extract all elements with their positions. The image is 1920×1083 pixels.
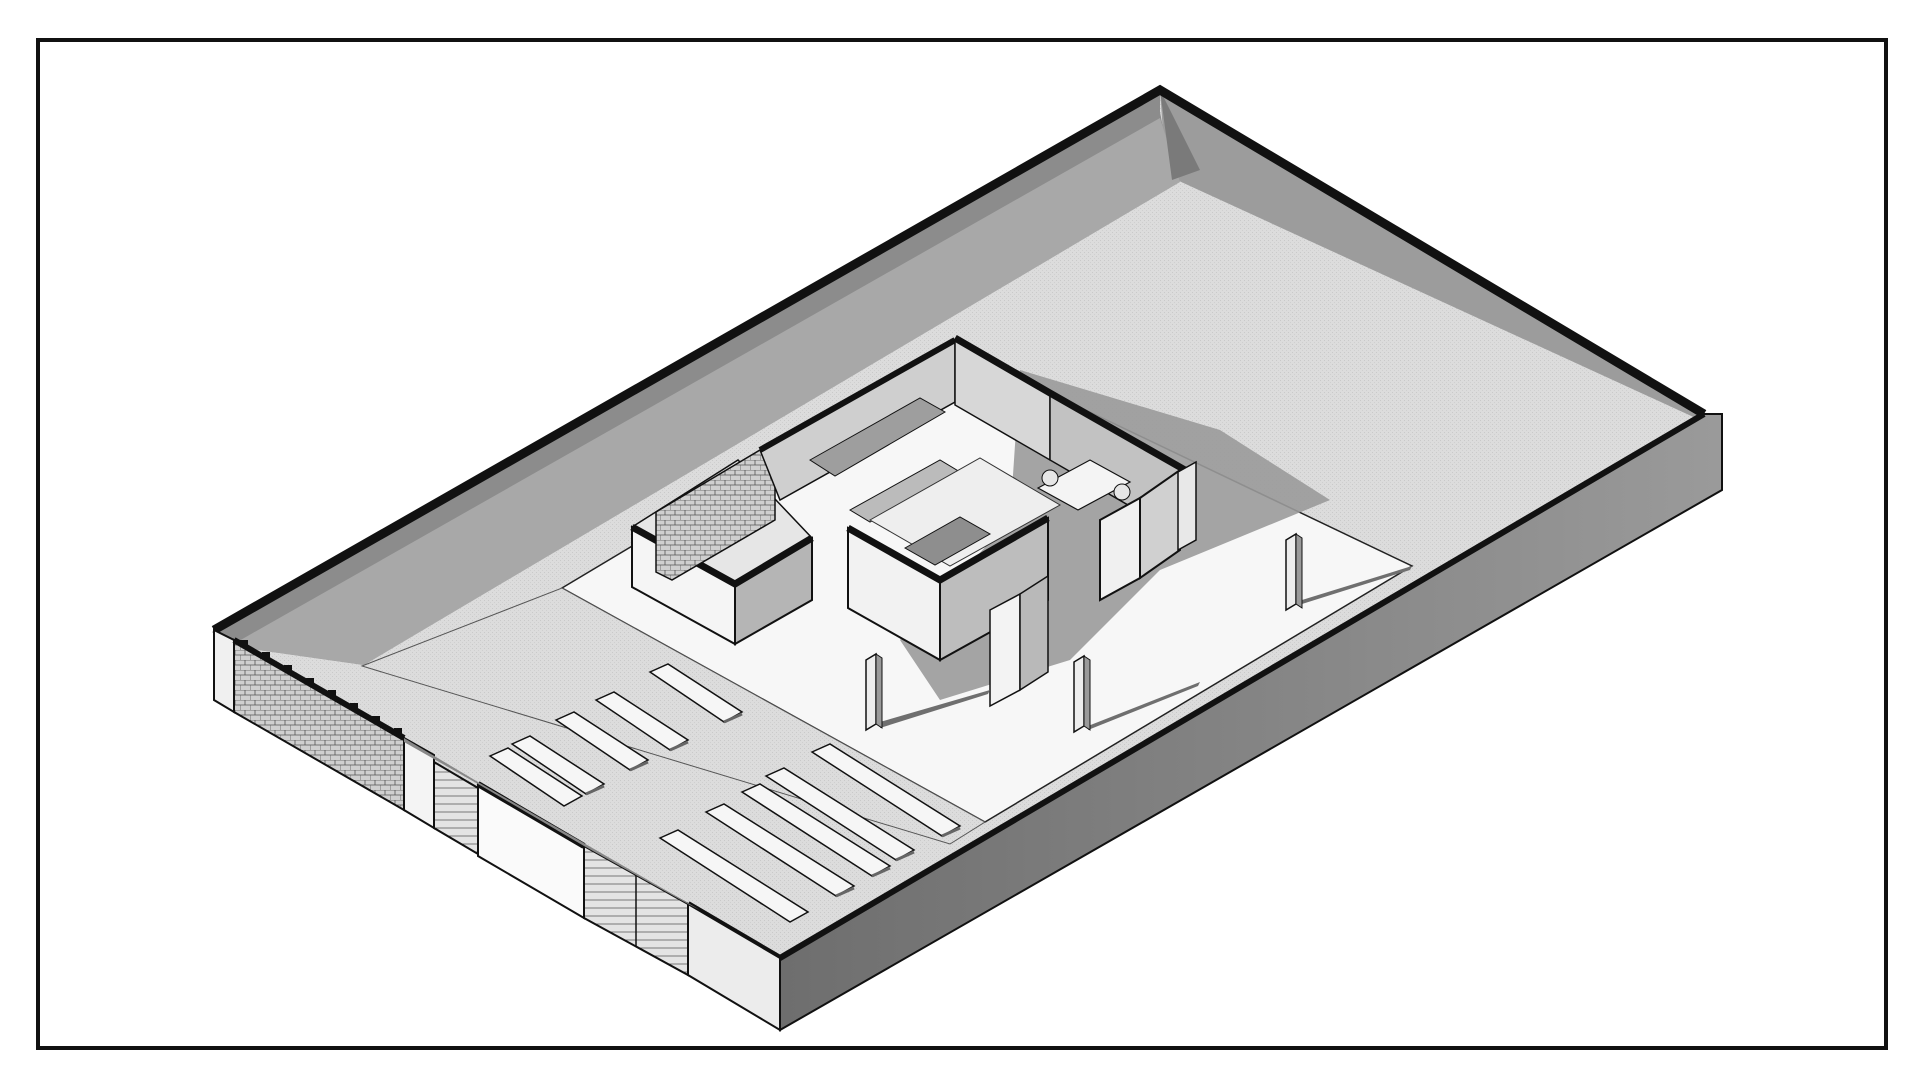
sofa bbox=[903, 516, 992, 566]
right-pier bbox=[1177, 460, 1197, 552]
brick-screen-crenellation bbox=[232, 637, 406, 741]
central-core-cap bbox=[846, 514, 1050, 585]
right-corner-shadow bbox=[1160, 90, 1200, 180]
planter bbox=[488, 747, 584, 807]
dining-chair bbox=[1041, 469, 1059, 487]
column-shadow bbox=[1302, 566, 1412, 604]
house-block bbox=[630, 334, 1197, 708]
dining-chair bbox=[1113, 483, 1131, 501]
column-side bbox=[875, 653, 883, 729]
column bbox=[1285, 532, 1297, 612]
planter bbox=[704, 803, 856, 897]
planter-shadows bbox=[585, 712, 961, 898]
planter bbox=[764, 767, 916, 861]
column-shadow bbox=[1088, 682, 1200, 730]
drawing-frame bbox=[36, 38, 1888, 1050]
planter bbox=[594, 691, 690, 751]
gate-pier bbox=[403, 736, 435, 830]
dining-table bbox=[1036, 459, 1132, 511]
column-shadow bbox=[880, 690, 990, 728]
front-pier-side bbox=[1019, 574, 1049, 692]
left-end-wall bbox=[213, 628, 235, 714]
column-side bbox=[1295, 533, 1303, 609]
column-side bbox=[1083, 655, 1091, 731]
perimeter-walls bbox=[211, 84, 1707, 634]
paving-band bbox=[360, 587, 986, 845]
planter bbox=[510, 735, 606, 795]
right-wing-side bbox=[1139, 468, 1181, 580]
column bbox=[1073, 654, 1085, 734]
parking-planters bbox=[488, 663, 962, 923]
planter bbox=[740, 783, 892, 877]
front-pier bbox=[989, 592, 1021, 708]
planter bbox=[658, 829, 810, 923]
kitchen-back-wall-cap bbox=[758, 337, 957, 453]
planter bbox=[554, 711, 650, 771]
column bbox=[865, 652, 877, 732]
planter bbox=[810, 743, 962, 837]
planter bbox=[648, 663, 744, 723]
kitchen-cabinets bbox=[809, 397, 947, 477]
upper-room-wall-cap bbox=[953, 334, 1187, 474]
freestanding-columns bbox=[865, 532, 1412, 734]
wall-shadow-band bbox=[230, 118, 1180, 665]
